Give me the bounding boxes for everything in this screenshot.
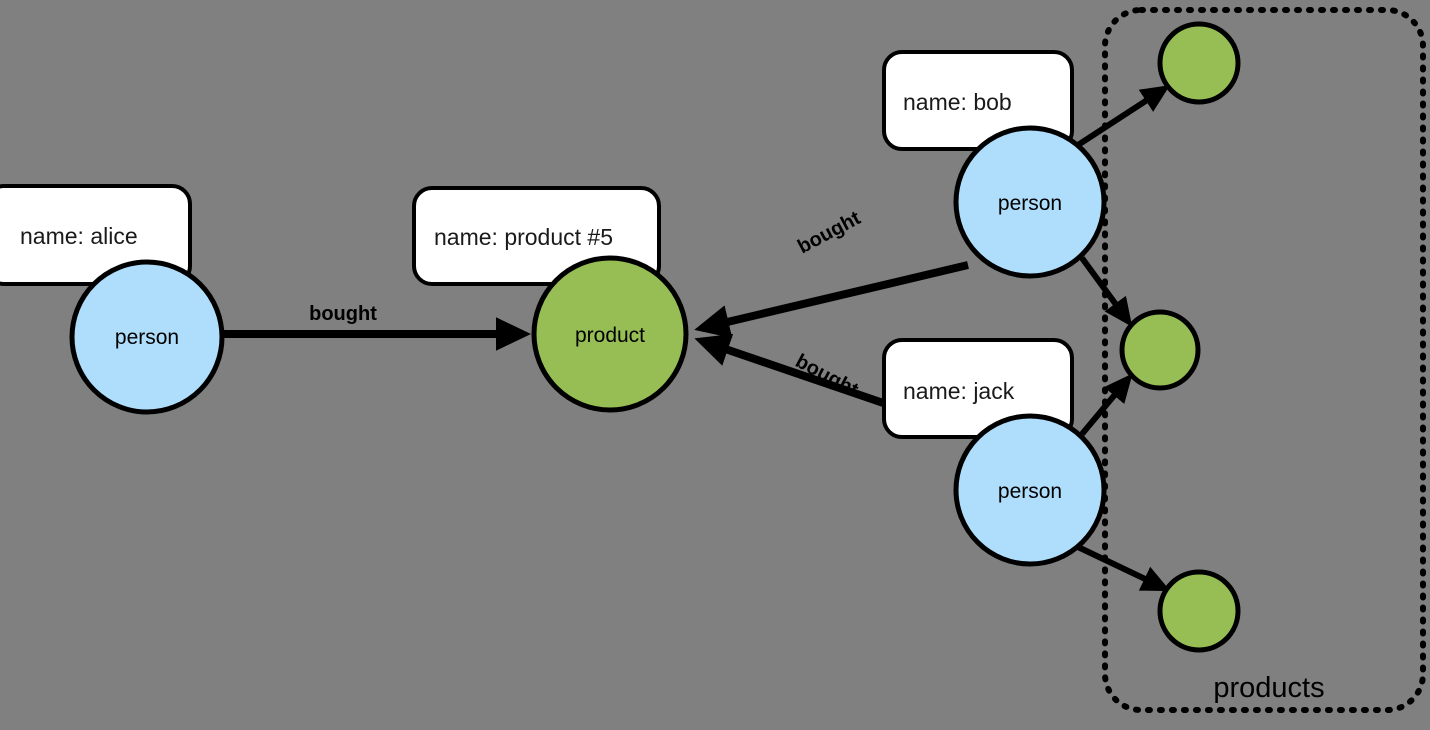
edge-jack-to-product-mid[interactable] (1079, 373, 1133, 436)
node-alice-circle (69, 259, 225, 415)
node-product-top[interactable] (1157, 21, 1241, 105)
edge-bob-to-product-top[interactable] (1076, 85, 1171, 148)
property-box-product5-text: name: product #5 (434, 224, 613, 250)
property-boxes-layer: name: alice name: product #5 name: bob n… (0, 50, 1074, 439)
node-product5[interactable]: product (531, 255, 689, 413)
property-box-bob[interactable]: name: bob (882, 50, 1074, 151)
edge-jack-to-product-bottom[interactable] (1076, 544, 1171, 592)
products-group-label: products (1213, 672, 1324, 704)
property-box-alice-text: name: alice (20, 223, 138, 249)
node-bob-label: person (998, 192, 1062, 215)
products-group-border (1102, 7, 1426, 713)
node-jack[interactable]: person (953, 413, 1107, 567)
node-jack-label: person (998, 480, 1062, 503)
node-product-mid[interactable] (1119, 309, 1201, 391)
node-alice-label: person (115, 326, 179, 349)
node-bob-circle (953, 125, 1107, 279)
property-box-alice[interactable]: name: alice (0, 184, 192, 286)
edge-bob-to-product-mid[interactable] (1079, 256, 1133, 327)
edge-bob-bought-product[interactable] (694, 261, 969, 339)
group-products: products (1102, 7, 1426, 713)
node-jack-circle (953, 413, 1107, 567)
node-alice[interactable]: person (69, 259, 225, 415)
property-box-bob-text: name: bob (903, 89, 1012, 115)
node-bob[interactable]: person (953, 125, 1107, 279)
node-product5-label: product (575, 324, 645, 347)
node-product5-circle (531, 255, 689, 413)
property-box-jack-text: name: jack (903, 378, 1015, 404)
property-box-jack[interactable]: name: jack (882, 338, 1074, 439)
node-product-bottom[interactable] (1157, 569, 1241, 653)
property-box-alice-rect (0, 184, 192, 286)
edge-label-bob-bought: bought (794, 207, 864, 258)
edge-label-alice-bought: bought (309, 303, 377, 325)
nodes-layer: person product person person (69, 21, 1241, 653)
edges-layer (223, 85, 1171, 592)
